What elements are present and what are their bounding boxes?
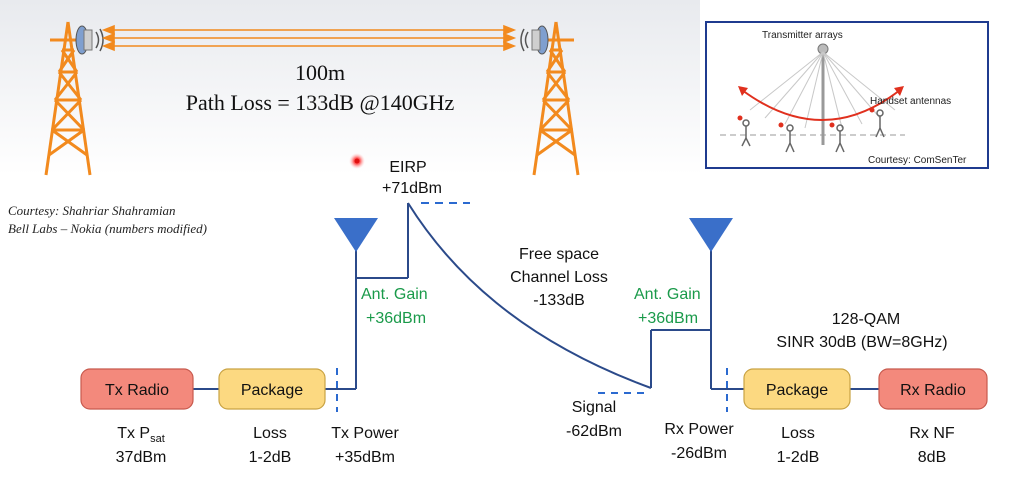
courtesy-line-1: Courtesy: Shahriar Shahramian (8, 203, 176, 218)
tx-radio-label: Tx Radio (105, 382, 169, 399)
tx-package-block: Package (218, 368, 326, 410)
tx-power-value: +35dBm (335, 449, 395, 466)
tx-antenna-icon (334, 218, 378, 252)
tx-radio-block: Tx Radio (80, 368, 194, 410)
rx-nf-label: Rx NF (909, 425, 955, 442)
handset-users (741, 109, 885, 153)
tx-loss-value: 1-2dB (249, 449, 292, 466)
left-tower-icon (44, 21, 92, 176)
rx-radio-block: Rx Radio (878, 368, 988, 410)
channel-line-1: Free space (519, 246, 599, 263)
rx-loss-value: 1-2dB (777, 449, 820, 466)
rx-nf-value: 8dB (918, 449, 946, 466)
beam-sweep-arc (741, 89, 901, 121)
signal-value: -62dBm (566, 423, 622, 440)
sinr-label: SINR 30dB (BW=8GHz) (776, 334, 947, 351)
transmitter-arrays-label: Transmitter arrays (762, 30, 843, 41)
tx-gain-label: Ant. Gain (361, 286, 428, 303)
channel-line-2: Channel Loss (510, 269, 608, 286)
tx-loss-label: Loss (253, 425, 287, 442)
left-dish-icon (75, 25, 104, 55)
tx-gain-value: +36dBm (366, 310, 426, 327)
rx-package-block: Package (743, 368, 851, 410)
rx-gain-label: Ant. Gain (634, 286, 701, 303)
rx-antenna-icon (689, 218, 733, 252)
eirp-value: +71dBm (382, 180, 442, 197)
pointer-dot-core (354, 158, 360, 164)
link-arrows (101, 24, 517, 52)
rx-gain-value: +36dBm (638, 310, 698, 327)
distance-label: 100m (295, 60, 345, 85)
path-loss-label: Path Loss = 133dB @140GHz (186, 90, 455, 115)
tx-psat-label: Tx Psat (117, 425, 165, 445)
rx-radio-label: Rx Radio (900, 382, 966, 399)
beam-rays (749, 51, 896, 129)
banner-background (0, 0, 700, 175)
tx-power-label: Tx Power (331, 425, 399, 442)
eirp-label: EIRP (389, 159, 426, 176)
tx-psat-value: 37dBm (116, 449, 167, 466)
signal-label: Signal (572, 399, 616, 416)
rx-power-label: Rx Power (664, 421, 734, 438)
courtesy-line-2: Bell Labs – Nokia (numbers modified) (8, 221, 207, 236)
handset-dots (737, 107, 875, 128)
right-tower-icon (532, 21, 580, 176)
rx-power-value: -26dBm (671, 445, 727, 462)
handset-antennas-label: Handset antennas (870, 96, 951, 107)
modulation-label: 128-QAM (832, 311, 900, 328)
signal-level-path (193, 202, 879, 390)
rx-package-label: Package (766, 382, 828, 399)
rx-loss-label: Loss (781, 425, 815, 442)
channel-loss-value: -133dB (533, 292, 585, 309)
inset-courtesy-label: Courtesy: ComSenTer (868, 155, 967, 166)
tx-package-label: Package (241, 382, 303, 399)
right-dish-icon (520, 25, 549, 55)
inset-panel: Transmitter arrays Handset antennas Cour… (705, 21, 989, 169)
